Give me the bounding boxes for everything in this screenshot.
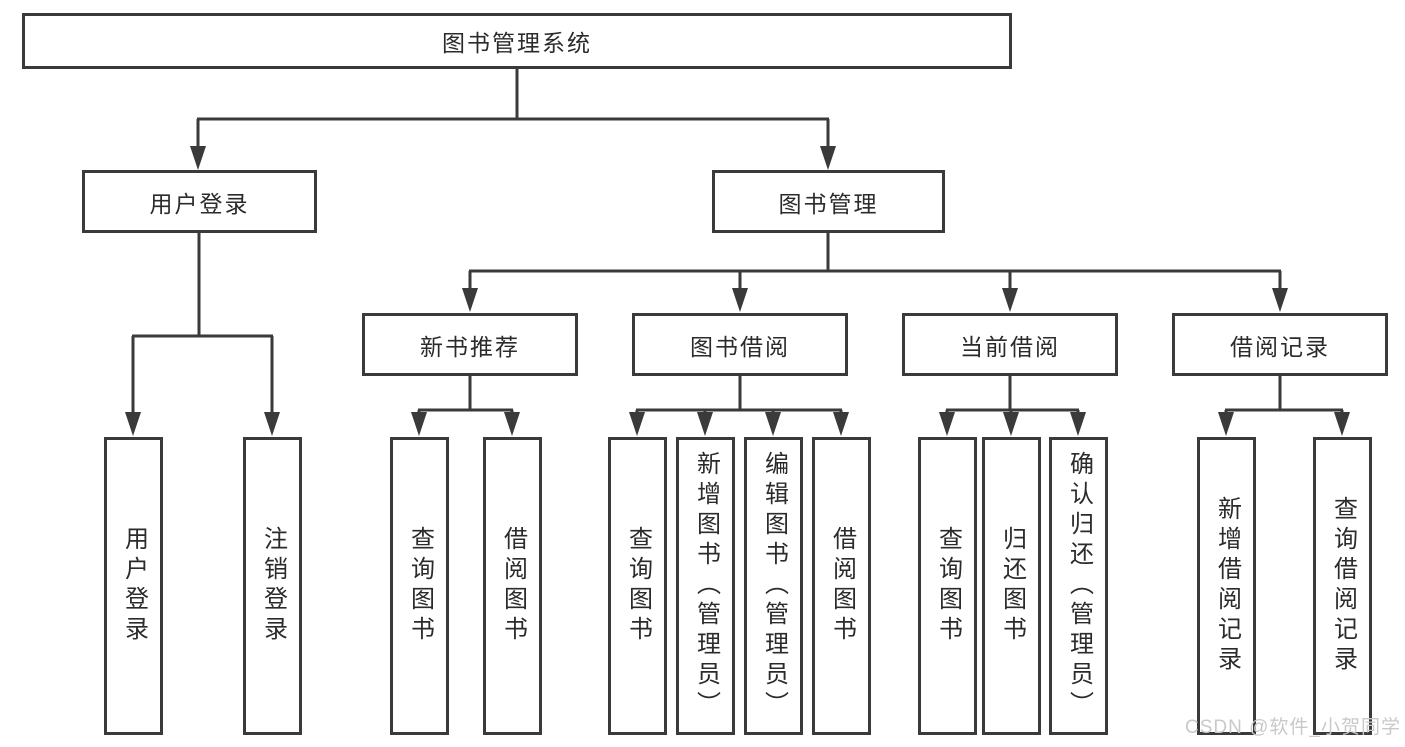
csdn-watermark: CSDN @软件_小贺同学 <box>1185 717 1401 738</box>
node-label: 借阅记录 <box>1230 333 1330 360</box>
leaf-confirm-return-admin: 确认归还（管理员） <box>1049 437 1108 735</box>
node-root: 图书管理系统 <box>22 13 1012 69</box>
leaf-query-books-current: 查询图书 <box>918 437 977 735</box>
leaf-query-books-borrow: 查询图书 <box>608 437 667 735</box>
leaf-query-books-recommend: 查询图书 <box>390 437 449 735</box>
leaf-add-book-admin: 新增图书（管理员） <box>676 437 735 735</box>
leaf-borrow-books-recommend: 借阅图书 <box>483 437 542 735</box>
leaf-borrow-books-borrow: 借阅图书 <box>812 437 871 735</box>
node-label: 图书管理 <box>778 190 879 217</box>
node-label: 归还图书 <box>998 526 1026 646</box>
leaf-logout: 注销登录 <box>243 437 302 735</box>
node-label: 新增借阅记录 <box>1213 496 1241 676</box>
node-label: 编辑图书（管理员） <box>760 451 788 721</box>
node-label: 确认归还（管理员） <box>1065 451 1093 721</box>
leaf-return-book: 归还图书 <box>982 437 1041 735</box>
arrowhead-icon <box>125 146 1350 436</box>
leaf-edit-book-admin: 编辑图书（管理员） <box>744 437 803 735</box>
node-label: 查询图书 <box>934 526 962 646</box>
node-label: 查询图书 <box>406 526 434 646</box>
node-label: 新书推荐 <box>420 333 520 360</box>
node-label: 借阅图书 <box>499 526 527 646</box>
node-book-management: 图书管理 <box>712 170 945 233</box>
node-label: 图书借阅 <box>690 333 790 360</box>
node-label: 图书管理系统 <box>442 30 592 56</box>
node-label: 用户登录 <box>149 190 250 217</box>
node-label: 当前借阅 <box>960 333 1060 360</box>
node-label: 查询借阅记录 <box>1329 496 1357 676</box>
node-label: 用户登录 <box>120 526 148 646</box>
leaf-query-borrow-record: 查询借阅记录 <box>1313 437 1372 735</box>
node-book-borrow: 图书借阅 <box>632 313 848 376</box>
node-new-book-recommend: 新书推荐 <box>362 313 578 376</box>
node-label: 注销登录 <box>259 526 287 646</box>
node-borrow-records: 借阅记录 <box>1172 313 1388 376</box>
leaf-user-login: 用户登录 <box>104 437 163 735</box>
node-label: 查询图书 <box>624 526 652 646</box>
node-label: 新增图书（管理员） <box>692 451 720 721</box>
node-user-login: 用户登录 <box>82 170 317 233</box>
leaf-add-borrow-record: 新增借阅记录 <box>1197 437 1256 735</box>
node-current-borrow: 当前借阅 <box>902 313 1118 376</box>
node-label: 借阅图书 <box>828 526 856 646</box>
